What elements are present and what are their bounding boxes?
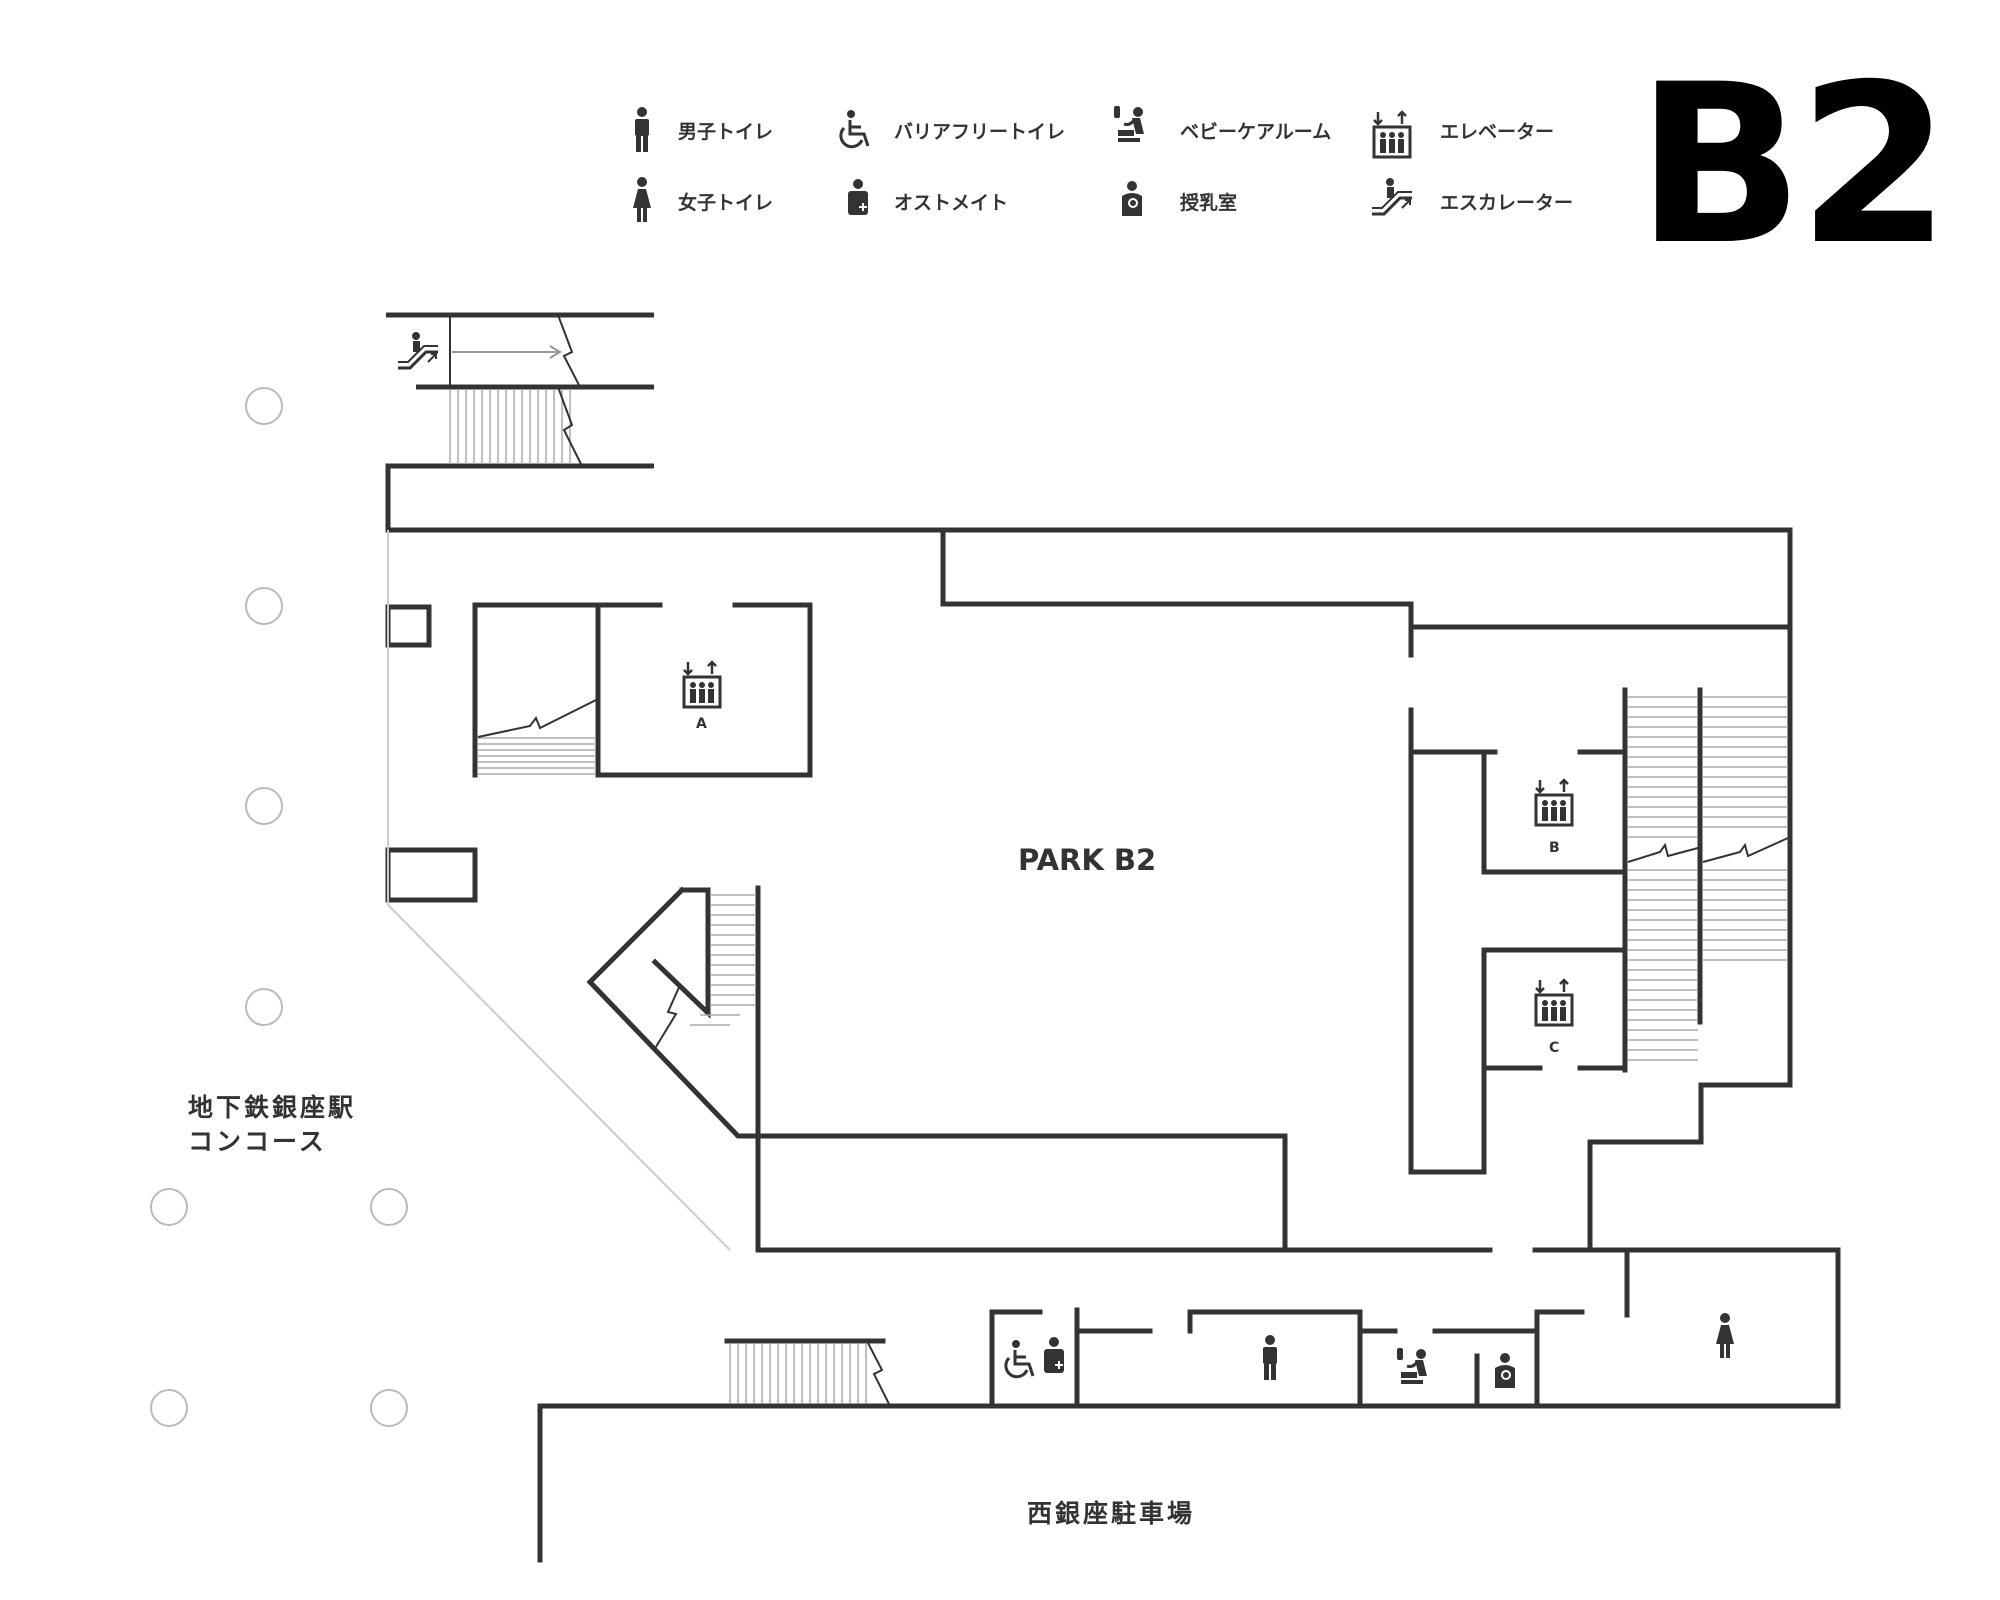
baby-care-room-icon bbox=[1395, 1346, 1429, 1386]
nursing-room-icon bbox=[1122, 181, 1142, 216]
columns bbox=[150, 387, 408, 1427]
ostomate-icon bbox=[1043, 1336, 1065, 1374]
elevator-b-icon bbox=[1534, 778, 1574, 827]
top-stairs bbox=[449, 386, 583, 467]
ostomate-icon bbox=[847, 178, 869, 216]
stairs-diamond bbox=[653, 894, 756, 1051]
elevator-icon bbox=[1372, 110, 1412, 159]
nursing-room-icon bbox=[1495, 1353, 1515, 1388]
legend-label-nursing-room: 授乳室 bbox=[1180, 192, 1238, 214]
legend-label-baby-care: ベビーケアルーム bbox=[1180, 121, 1332, 143]
accessible-toilet-icon bbox=[1004, 1338, 1035, 1379]
escalator-icon bbox=[396, 330, 440, 370]
baby-care-room-icon bbox=[1112, 104, 1146, 144]
mens-toilet-icon bbox=[1263, 1335, 1277, 1380]
top-escalator-stairs bbox=[386, 312, 654, 469]
womens-toilet-icon bbox=[633, 177, 651, 222]
legend-label-ostomate: オストメイト bbox=[894, 192, 1009, 214]
legend-label-womens-toilet: 女子トイレ bbox=[678, 192, 774, 214]
escalator-arrow bbox=[449, 314, 581, 388]
womens-toilet-icon bbox=[1716, 1313, 1734, 1358]
legend-label-accessible-toilet: バリアフリートイレ bbox=[894, 121, 1066, 143]
accessible-toilet-icon bbox=[839, 108, 870, 149]
walls bbox=[385, 463, 1841, 1563]
stairs-room-a bbox=[477, 699, 597, 775]
concourse-boundary bbox=[387, 530, 731, 1251]
elevator-c-letter: C bbox=[1549, 1040, 1560, 1056]
floor-label: B2 bbox=[1636, 37, 1951, 293]
elevator-a-letter: A bbox=[696, 716, 707, 732]
parking-label: 西銀座駐車場 bbox=[1027, 1499, 1196, 1528]
elevator-c-icon bbox=[1534, 978, 1574, 1027]
subway-label-line2: コンコース bbox=[188, 1127, 327, 1156]
park-label: PARK B2 bbox=[1018, 843, 1157, 877]
stairs-bottom bbox=[729, 1342, 891, 1407]
legend-label-elevator: エレベーター bbox=[1440, 121, 1555, 143]
stairs-right bbox=[1627, 696, 1789, 1061]
mens-toilet-icon bbox=[635, 107, 649, 152]
subway-label-line1: 地下鉄銀座駅 bbox=[188, 1093, 357, 1122]
elevator-a-icon bbox=[682, 660, 722, 709]
escalator-icon bbox=[1370, 176, 1414, 216]
legend-label-mens-toilet: 男子トイレ bbox=[678, 121, 774, 143]
legend-label-escalator: エスカレーター bbox=[1440, 192, 1574, 214]
elevator-b-letter: B bbox=[1549, 840, 1560, 856]
